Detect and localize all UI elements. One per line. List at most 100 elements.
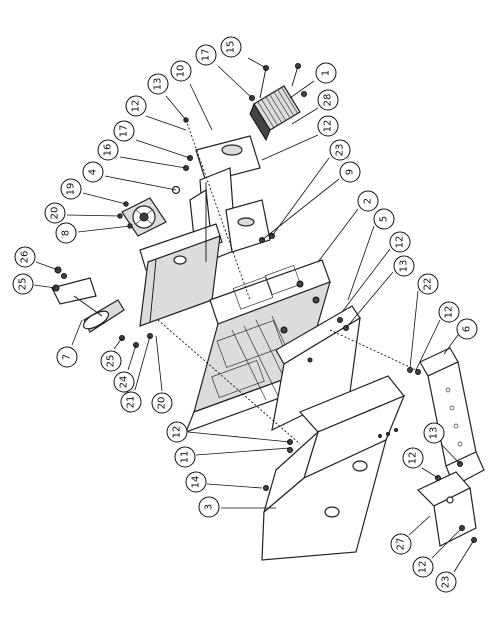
callout-number: 12	[444, 306, 455, 319]
callout-balloon: 6	[456, 318, 478, 340]
callout-leader-line	[421, 467, 439, 479]
callout-circle	[438, 301, 460, 323]
callout-circle	[315, 62, 337, 84]
callout-balloon: 28	[317, 89, 339, 111]
callout-leader-line	[291, 107, 319, 125]
callout-circle	[120, 391, 142, 413]
callout-circle	[195, 44, 217, 66]
callout-leader-line	[155, 335, 163, 392]
callout-circle	[60, 178, 82, 200]
callout-number: 19	[66, 183, 77, 196]
callout-balloon: 13	[393, 255, 415, 277]
callout-leader-line	[189, 83, 213, 131]
callout-balloon: 1	[315, 62, 337, 84]
callout-leader-line	[119, 156, 187, 169]
callout-balloon: 13	[147, 73, 169, 95]
callout-balloon: 14	[185, 471, 207, 493]
callout-balloon: 21	[120, 391, 142, 413]
callout-balloon: 20	[44, 202, 66, 224]
callout-number: 12	[131, 100, 142, 113]
callout-balloon: 24	[113, 371, 135, 393]
assembly-axis-lines	[157, 119, 417, 445]
callout-leader-line	[261, 134, 319, 161]
callout-circle	[220, 36, 242, 58]
callout-number: 26	[20, 251, 31, 264]
callout-number: 13	[399, 260, 410, 273]
side-rail	[271, 305, 361, 432]
callout-balloon: 3	[198, 496, 220, 518]
callout-leader-line	[165, 95, 187, 121]
callout-circle	[198, 496, 220, 518]
callout-balloon: 12	[389, 231, 411, 253]
callout-circle	[357, 190, 379, 212]
main-chassis-bracket	[139, 135, 261, 327]
lever-handle	[51, 266, 153, 348]
callout-circle	[113, 120, 135, 142]
callout-number: 21	[126, 396, 137, 409]
callout-number: 23	[335, 144, 346, 157]
callout-number: 7	[62, 354, 73, 360]
callout-number: 12	[395, 236, 406, 249]
callout-balloon: 17	[113, 120, 135, 142]
callout-leader-line	[33, 284, 57, 289]
callout-leader-line	[206, 483, 263, 489]
callout-balloon: 16	[97, 139, 119, 161]
callout-number: 9	[345, 169, 356, 175]
callout-number: 14	[191, 476, 202, 489]
callout-leader-line	[431, 527, 463, 559]
mounting-plate	[225, 199, 275, 253]
callout-circle	[329, 139, 351, 161]
callout-leader-line	[409, 290, 419, 369]
cooling-fan	[121, 197, 167, 237]
callout-number: 5	[379, 216, 390, 222]
callout-leader-line	[443, 334, 459, 355]
callout-circle	[373, 208, 395, 230]
callout-circle	[393, 255, 415, 277]
callout-circle	[170, 60, 192, 82]
callout-balloon: 12	[438, 301, 460, 323]
callout-balloon: 23	[329, 139, 351, 161]
callout-leader-line	[104, 175, 177, 191]
callout-balloon: 12	[402, 447, 424, 469]
callout-number: 11	[180, 451, 191, 464]
callout-circle	[166, 421, 188, 443]
callout-leader-line	[195, 447, 291, 456]
callout-circle	[389, 231, 411, 253]
callout-leader-line	[453, 539, 475, 573]
callout-circle	[435, 571, 457, 593]
callout-number: 17	[201, 49, 212, 62]
callout-circle	[147, 73, 169, 95]
callout-number: 20	[50, 207, 61, 220]
callout-balloon: 25	[12, 273, 34, 295]
callout-number: 17	[119, 125, 130, 138]
callout-number: 12	[323, 120, 334, 133]
callout-balloon: 23	[435, 571, 457, 593]
callout-number: 16	[103, 144, 114, 157]
callout-balloon: 8	[55, 222, 77, 244]
callout-number: 10	[176, 65, 187, 78]
callout-circle	[390, 533, 412, 555]
right-bracket-tray	[419, 347, 485, 487]
callout-balloon: 7	[56, 346, 78, 368]
callout-circle	[151, 392, 173, 414]
callout-circle	[174, 446, 196, 468]
callout-circle	[185, 471, 207, 493]
callout-balloon: 10	[170, 60, 192, 82]
callout-balloon: 19	[60, 178, 82, 200]
callout-circle	[125, 95, 147, 117]
callout-leader-line	[341, 248, 391, 313]
callout-balloon: 17	[195, 44, 217, 66]
callout-circle	[12, 273, 34, 295]
callout-circle	[339, 161, 361, 183]
callout-balloon: 4	[82, 161, 104, 183]
callout-circle	[100, 350, 122, 372]
callout-circle	[14, 246, 36, 268]
callout-leader-line	[289, 80, 315, 99]
callout-leader-line	[113, 337, 123, 350]
callout-circle	[44, 202, 66, 224]
callout-balloon: 13	[423, 422, 445, 444]
callout-leader-line	[145, 115, 187, 131]
callout-leader-line	[77, 225, 131, 233]
callout-number: 25	[18, 278, 29, 291]
